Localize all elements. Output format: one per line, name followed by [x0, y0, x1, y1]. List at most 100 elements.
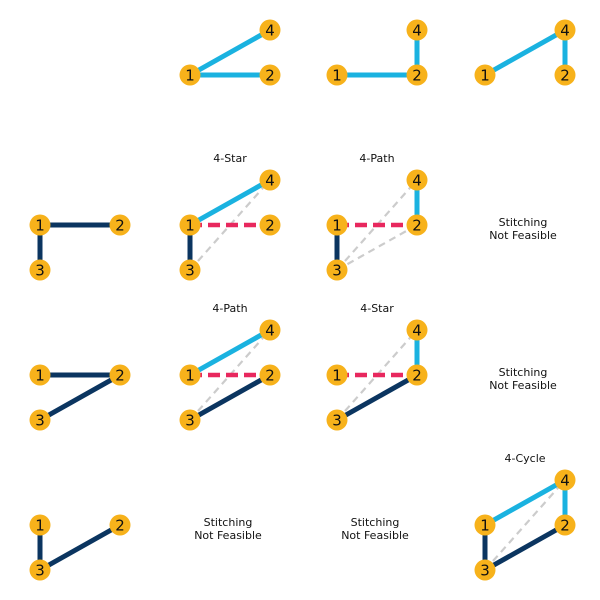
node-2: 2 — [554, 64, 576, 86]
node-circle — [179, 214, 201, 236]
node-1: 1 — [326, 64, 348, 86]
node-circle — [406, 64, 428, 86]
node-3: 3 — [179, 259, 201, 281]
node-label: 2 — [265, 217, 275, 235]
motif-caption: 4-Path — [359, 152, 394, 165]
node-label: 1 — [332, 367, 342, 385]
node-label: 1 — [35, 217, 45, 235]
node-circle — [474, 559, 496, 581]
node-1: 1 — [474, 64, 496, 86]
node-3: 3 — [326, 409, 348, 431]
node-circle — [259, 214, 281, 236]
node-1: 1 — [326, 214, 348, 236]
node-circle — [326, 214, 348, 236]
node-circle — [326, 259, 348, 281]
node-circle — [259, 319, 281, 341]
node-label: 4 — [412, 22, 422, 40]
node-label: 2 — [265, 67, 275, 85]
motif-caption: 4-Path — [212, 302, 247, 315]
node-2: 2 — [259, 64, 281, 86]
node-label: 1 — [185, 217, 195, 235]
node-circle — [554, 64, 576, 86]
node-circle — [554, 469, 576, 491]
node-circle — [179, 364, 201, 386]
not-feasible-line: Not Feasible — [489, 379, 557, 392]
node-1: 1 — [29, 364, 51, 386]
node-label: 3 — [35, 412, 45, 430]
node-label: 2 — [265, 367, 275, 385]
node-label: 4 — [560, 22, 570, 40]
node-circle — [179, 409, 201, 431]
node-1: 1 — [179, 364, 201, 386]
node-label: 4 — [265, 322, 275, 340]
node-circle — [29, 559, 51, 581]
panel-r0c2: 1 2 4 — [326, 19, 428, 86]
edge-implied-3-2 — [336, 224, 418, 271]
node-circle — [406, 364, 428, 386]
not-feasible-line: Not Feasible — [489, 229, 557, 242]
not-feasible-line: Stitching — [204, 516, 253, 529]
not-feasible-line: Not Feasible — [341, 529, 409, 542]
node-2: 2 — [109, 214, 131, 236]
node-circle — [109, 514, 131, 536]
node-2: 2 — [406, 214, 428, 236]
node-label: 2 — [115, 367, 125, 385]
node-label: 4 — [412, 322, 422, 340]
node-label: 1 — [185, 67, 195, 85]
node-label: 4 — [265, 22, 275, 40]
node-circle — [406, 214, 428, 236]
node-circle — [109, 214, 131, 236]
node-1: 1 — [29, 514, 51, 536]
node-3: 3 — [29, 259, 51, 281]
node-circle — [179, 64, 201, 86]
node-label: 1 — [480, 517, 490, 535]
node-label: 2 — [115, 217, 125, 235]
panel-r2c1: 4-Path 1 2 3 4 — [179, 302, 281, 431]
edge-query-1-4 — [188, 327, 272, 378]
node-label: 3 — [185, 262, 195, 280]
node-circle — [326, 64, 348, 86]
panel-r1c2: 4-Path 1 2 3 4 — [326, 152, 428, 281]
node-circle — [406, 319, 428, 341]
node-circle — [474, 514, 496, 536]
panel-r3c0: 1 2 3 — [29, 514, 131, 581]
node-circle — [29, 214, 51, 236]
node-2: 2 — [259, 364, 281, 386]
edge-query-1-4 — [483, 27, 567, 78]
edge-query-1-4 — [188, 177, 272, 228]
node-1: 1 — [179, 214, 201, 236]
not-feasible-line: Stitching — [499, 216, 548, 229]
node-circle — [554, 19, 576, 41]
node-label: 1 — [332, 217, 342, 235]
node-circle — [326, 409, 348, 431]
node-3: 3 — [326, 259, 348, 281]
node-circle — [29, 409, 51, 431]
node-2: 2 — [109, 514, 131, 536]
node-4: 4 — [554, 469, 576, 491]
node-3: 3 — [29, 559, 51, 581]
node-4: 4 — [259, 19, 281, 41]
node-2: 2 — [406, 64, 428, 86]
panel-r0c1: 1 2 4 — [179, 19, 281, 86]
node-label: 3 — [185, 412, 195, 430]
node-circle — [109, 364, 131, 386]
node-1: 1 — [29, 214, 51, 236]
node-label: 2 — [412, 367, 422, 385]
edge-query-1-4 — [483, 477, 567, 528]
node-circle — [29, 364, 51, 386]
node-circle — [259, 19, 281, 41]
motif-caption: 4-Star — [213, 152, 247, 165]
node-1: 1 — [326, 364, 348, 386]
node-label: 1 — [332, 67, 342, 85]
node-4: 4 — [406, 319, 428, 341]
node-label: 4 — [412, 172, 422, 190]
edge-implied-3-4 — [484, 479, 566, 571]
